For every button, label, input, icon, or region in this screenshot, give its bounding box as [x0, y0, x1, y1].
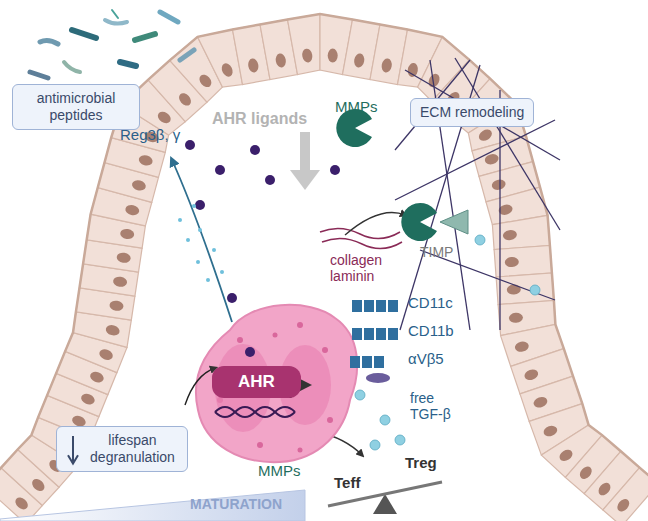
cell-nucleus: [502, 229, 517, 241]
cell-nucleus: [220, 62, 235, 79]
cell-nucleus: [80, 392, 97, 407]
cell-nucleus: [504, 257, 519, 268]
cell-nucleus: [30, 477, 47, 494]
cell-nucleus: [124, 204, 140, 217]
text-label: Teff: [334, 474, 360, 491]
cell-nucleus: [112, 276, 127, 288]
cell-nucleus: [615, 497, 632, 514]
cell-nucleus: [509, 312, 524, 323]
cell-nucleus: [542, 424, 558, 438]
apical-border: [0, 14, 648, 486]
cell-nucleus: [138, 154, 154, 167]
cell-nucleus: [523, 368, 539, 382]
text-label: TIMP: [420, 244, 453, 260]
receptor-box: AHR: [212, 366, 301, 398]
cell-nucleus: [275, 53, 287, 69]
epithelial-cell: [288, 14, 321, 75]
cell-nucleus: [105, 324, 121, 337]
text-label: MMPs: [335, 98, 378, 115]
note-box: antimicrobial peptides: [12, 84, 140, 130]
cell-nucleus: [98, 347, 115, 362]
text-label: collagen laminin: [330, 252, 400, 284]
cell-nucleus: [596, 481, 613, 498]
cell-nucleus: [577, 464, 594, 481]
node-text: ECM remodeling: [420, 104, 524, 121]
text-label: AHR ligands: [212, 110, 307, 128]
cell-nucleus: [506, 284, 521, 295]
cell-nucleus: [120, 228, 135, 240]
epithelial-cell: [492, 215, 550, 249]
cell-nucleus: [247, 58, 259, 74]
cell-nucleus: [13, 495, 30, 512]
cell-nucleus: [197, 72, 214, 89]
text-label: αVβ5: [408, 350, 444, 367]
note-box: ECM remodeling: [410, 98, 534, 127]
text-label: CD11c: [408, 294, 453, 311]
text-label: CD11b: [408, 322, 454, 339]
node-text: antimicrobial peptides: [22, 90, 130, 124]
cell-nucleus: [328, 49, 338, 63]
cell-nucleus: [514, 340, 530, 353]
cell-nucleus: [89, 370, 106, 385]
cell-nucleus: [491, 178, 507, 191]
cell-nucleus: [301, 48, 313, 64]
text-label: MMPs: [258, 462, 301, 479]
node-text: lifespan degranulation: [87, 432, 178, 466]
cell-nucleus: [557, 447, 574, 463]
text-label: MATURATION: [190, 496, 282, 512]
cell-nucleus: [109, 300, 124, 312]
cell-nucleus: [116, 252, 131, 264]
cell-nucleus: [353, 53, 365, 69]
cell-nucleus: [477, 127, 494, 143]
cell-nucleus: [156, 110, 173, 126]
text-label: Treg: [405, 454, 437, 471]
cell-nucleus: [532, 395, 548, 409]
cell-nucleus: [407, 62, 419, 78]
cell-nucleus: [131, 179, 147, 192]
epithelial-cell: [494, 246, 552, 278]
cell-nucleus: [177, 91, 194, 108]
text-label: Reg3β, γ: [120, 126, 180, 143]
text-label: free TGF-β: [410, 390, 470, 422]
node-text: AHR: [238, 372, 275, 392]
cell-nucleus: [381, 58, 393, 74]
note-box: lifespan degranulation: [56, 426, 188, 472]
down-arrow: [63, 427, 83, 473]
epithelial-cell: [603, 468, 648, 521]
